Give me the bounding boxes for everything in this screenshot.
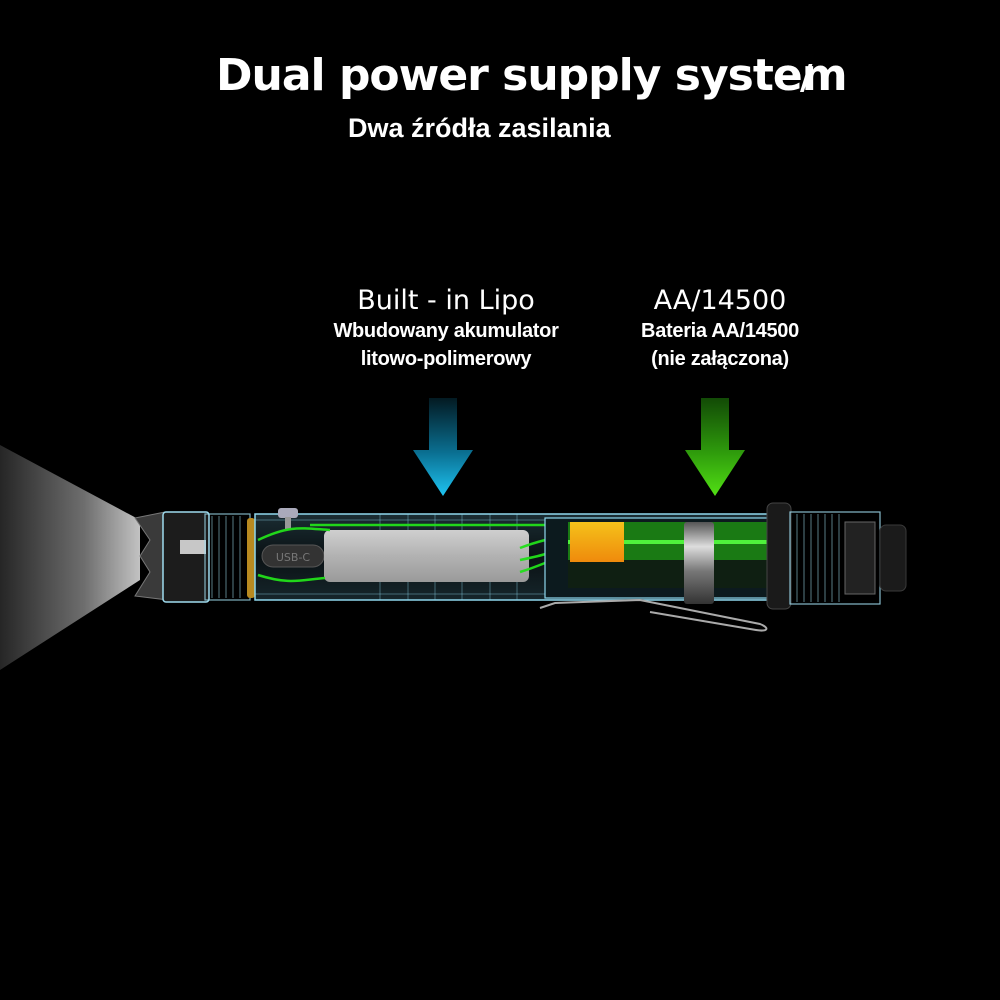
- callout-lipo-heading: Built - in Lipo: [357, 285, 535, 316]
- pocket-clip: [539, 598, 768, 632]
- aa-battery-cap: [570, 522, 624, 562]
- callout-lipo: Built - in Lipo Wbudowany akumulator lit…: [296, 285, 596, 373]
- arrow-down-icon: [685, 398, 745, 496]
- tail-switch: [879, 524, 907, 592]
- callout-lipo-line-2: litowo-polimerowy: [360, 348, 532, 370]
- callout-aa: AA/14500 Bateria AA/14500 (nie załączona…: [570, 285, 870, 373]
- callout-aa-heading: AA/14500: [653, 285, 787, 316]
- title-separator: /: [800, 58, 813, 98]
- arrow-down-icon: [413, 398, 473, 496]
- light-beam: [0, 445, 140, 670]
- callout-aa-line-2: (nie załączona): [651, 348, 789, 370]
- clip-ring: [684, 522, 714, 604]
- lipo-battery: [324, 530, 529, 582]
- callout-lipo-line-1: Wbudowany akumulator: [333, 320, 559, 342]
- flashlight-illustration: USB-C: [0, 445, 907, 670]
- page-title: Dual power supply system: [216, 50, 848, 101]
- page-subtitle: Dwa źródła zasilania: [348, 113, 611, 143]
- callout-aa-line-1: Bateria AA/14500: [641, 320, 799, 342]
- usb-c-label: USB-C: [276, 551, 311, 564]
